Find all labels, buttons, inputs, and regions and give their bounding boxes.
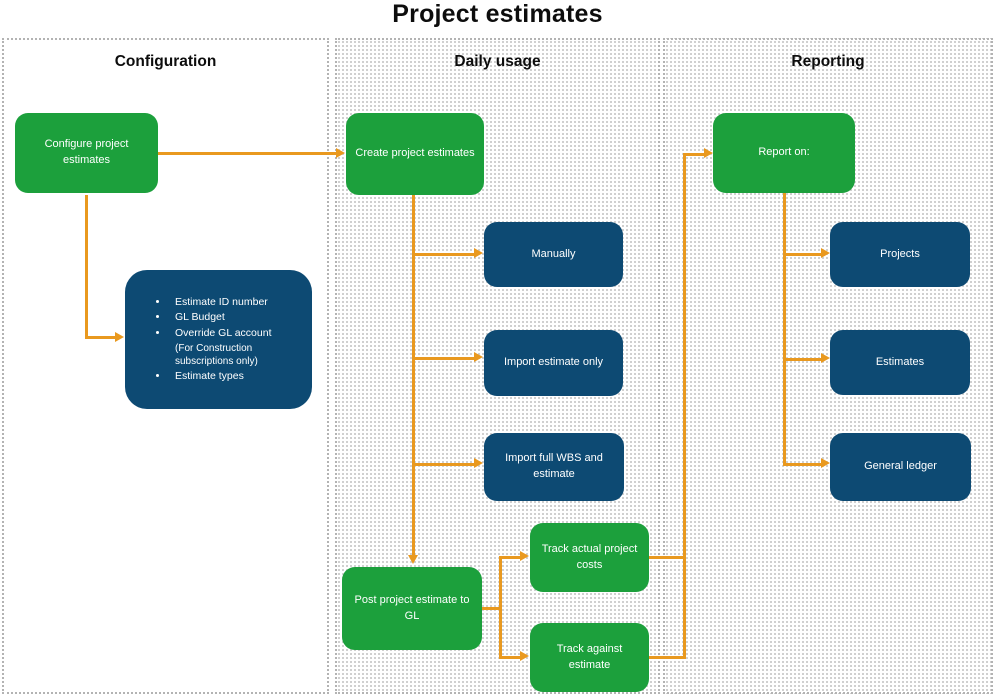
node-label: Report on:	[758, 146, 810, 159]
node-create-project-estimates: Create project estimates	[346, 113, 484, 195]
connector-track-against-to-report	[649, 656, 685, 659]
node-label: Manually	[531, 247, 576, 260]
list-item: Estimate types	[169, 369, 275, 385]
connector-configure-to-create	[158, 152, 337, 155]
node-label: Configure project estimates	[44, 138, 129, 166]
arrowhead-report-to-estimates	[821, 353, 830, 363]
column-title-configuration: Configuration	[114, 53, 217, 70]
node-track-actual-costs: Track actual project costs	[530, 523, 649, 592]
node-estimates: Estimates	[830, 330, 970, 395]
connector-report-to-estimates	[783, 358, 821, 361]
column-title-daily-usage: Daily usage	[454, 53, 541, 70]
list-item-note: (For Construction subscriptions only)	[175, 342, 258, 368]
arrowhead-create-to-import-estimate	[474, 352, 483, 362]
arrowhead-configure-to-create	[336, 148, 345, 158]
node-label: Projects	[880, 247, 920, 260]
connector-create-to-post	[412, 195, 415, 555]
node-post-project-estimate: Post project estimate to GL	[342, 567, 482, 650]
arrowhead-report-to-general-ledger	[821, 458, 830, 468]
connector-post-to-track-against	[499, 656, 520, 659]
node-import-full-wbs: Import full WBS and estimate	[484, 433, 624, 501]
connector-configure-to-details-h	[85, 336, 116, 339]
configuration-details-list: Estimate ID number GL Budget Override GL…	[125, 295, 275, 384]
node-label: General ledger	[864, 460, 937, 473]
arrowhead-post-to-track-actual	[520, 551, 529, 561]
connector-post-stub	[482, 607, 502, 610]
node-label: Import full WBS and estimate	[505, 452, 603, 480]
arrowhead-report-to-projects	[821, 248, 830, 258]
node-track-against-estimate: Track against estimate	[530, 623, 649, 692]
node-report-on: Report on:	[713, 113, 855, 193]
connector-report-trunk	[783, 193, 786, 465]
list-item: Override GL account(For Construction sub…	[169, 326, 275, 369]
arrowhead-post-to-track-against	[520, 651, 529, 661]
connector-report-to-general-ledger	[783, 463, 821, 466]
arrowhead-create-to-import-wbs	[474, 458, 483, 468]
node-label: Track against estimate	[556, 642, 623, 671]
connector-create-to-import-wbs	[413, 463, 474, 466]
node-label: Post project estimate to GL	[354, 593, 470, 622]
connector-post-split	[499, 556, 502, 659]
node-general-ledger: General ledger	[830, 433, 971, 501]
connector-create-to-manually	[413, 253, 474, 256]
node-import-estimate-only: Import estimate only	[484, 330, 623, 396]
arrowhead-to-report	[704, 148, 713, 158]
node-label: Track actual project costs	[541, 542, 638, 571]
arrowhead-create-to-manually	[474, 248, 483, 258]
node-configure-project-estimates: Configure project estimates	[15, 113, 158, 193]
node-configuration-details: Estimate ID number GL Budget Override GL…	[125, 270, 312, 409]
connector-configure-to-details	[85, 195, 88, 338]
column-title-reporting: Reporting	[791, 53, 865, 70]
node-manually: Manually	[484, 222, 623, 287]
connector-create-to-import-estimate	[413, 357, 474, 360]
connector-report-riser	[683, 153, 686, 659]
page-title: Project estimates	[392, 0, 603, 28]
list-item: GL Budget	[169, 310, 275, 326]
node-projects: Projects	[830, 222, 970, 287]
connector-post-to-track-actual	[499, 556, 520, 559]
node-label: Create project estimates	[355, 147, 475, 160]
connector-track-actual-to-report	[649, 556, 685, 559]
node-label: Estimates	[875, 355, 925, 368]
arrowhead-create-to-post	[408, 555, 418, 564]
arrowhead-configure-to-details	[115, 332, 124, 342]
node-label: Import estimate only	[503, 356, 604, 369]
connector-report-to-projects	[783, 253, 821, 256]
connector-riser-to-report	[683, 153, 704, 156]
list-item: Estimate ID number	[169, 295, 275, 311]
